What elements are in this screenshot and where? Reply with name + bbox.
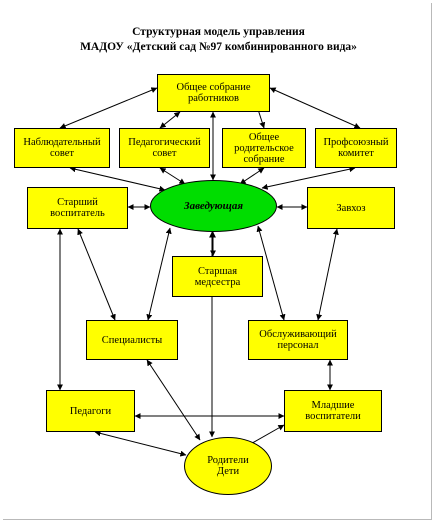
node-supply-manager[interactable]: Завхоз — [307, 187, 395, 229]
node-pedagogical-council-label: Педагогический совет — [128, 137, 201, 159]
node-parents-children[interactable]: Родители Дети — [184, 437, 272, 495]
node-parents-meeting-label: Общее родительское собрание — [234, 131, 294, 165]
node-senior-teacher[interactable]: Старший воспитатель — [27, 187, 128, 229]
node-senior-teacher-label: Старший воспитатель — [50, 197, 105, 219]
node-teachers-label: Педагоги — [69, 405, 112, 417]
node-supervisory-board[interactable]: Наблюдательный совет — [14, 128, 110, 168]
node-junior-teachers-label: Младшие воспитатели — [305, 400, 361, 422]
node-specialists-label: Специалисты — [101, 334, 163, 346]
link-meeting-pedagogical — [159, 111, 181, 129]
link-supply-service — [316, 228, 339, 321]
node-parents-children-label: Родители Дети — [207, 455, 249, 477]
link-teachers-parents — [94, 430, 187, 457]
link-meeting-supervisory — [59, 87, 158, 129]
node-trade-union[interactable]: Профсоюзный комитет — [315, 128, 397, 168]
node-head-label: Заведующая — [183, 199, 244, 212]
link-head-specialists — [146, 227, 172, 321]
node-service-staff-label: Обслуживающий персонал — [259, 329, 337, 351]
node-parents-meeting[interactable]: Общее родительское собрание — [222, 128, 306, 168]
page-border — [3, 3, 432, 520]
node-specialists[interactable]: Специалисты — [86, 320, 178, 360]
node-supervisory-board-label: Наблюдательный совет — [23, 137, 101, 159]
link-head-service — [256, 225, 286, 321]
node-service-staff[interactable]: Обслуживающий персонал — [248, 320, 348, 360]
node-general-meeting-label: Общее собрание работников — [176, 82, 251, 104]
link-parents-head — [239, 167, 265, 185]
link-union-head — [261, 166, 356, 190]
node-pedagogical-council[interactable]: Педагогический совет — [119, 128, 210, 168]
node-senior-nurse[interactable]: Старшая медсестра — [172, 256, 263, 297]
link-supervisory-head — [69, 166, 166, 192]
node-senior-nurse-label: Старшая медсестра — [194, 265, 241, 288]
node-supply-manager-label: Завхоз — [336, 202, 366, 214]
link-specialists-parents — [146, 359, 201, 441]
node-trade-union-label: Профсоюзный комитет — [323, 137, 389, 159]
diagram-title-line-1: Структурная модель управления — [132, 26, 305, 38]
node-junior-teachers[interactable]: Младшие воспитатели — [284, 390, 382, 432]
diagram-title-line-2: МАДОУ «Детский сад №97 комбинированного … — [80, 41, 357, 53]
link-meeting-union — [269, 87, 361, 129]
link-pedagogical-head — [159, 167, 186, 185]
node-general-meeting[interactable]: Общее собрание работников — [157, 74, 270, 112]
node-head[interactable]: Заведующая — [150, 180, 277, 232]
link-senior-teacher-specialists — [77, 228, 116, 321]
node-teachers[interactable]: Педагоги — [46, 390, 135, 432]
